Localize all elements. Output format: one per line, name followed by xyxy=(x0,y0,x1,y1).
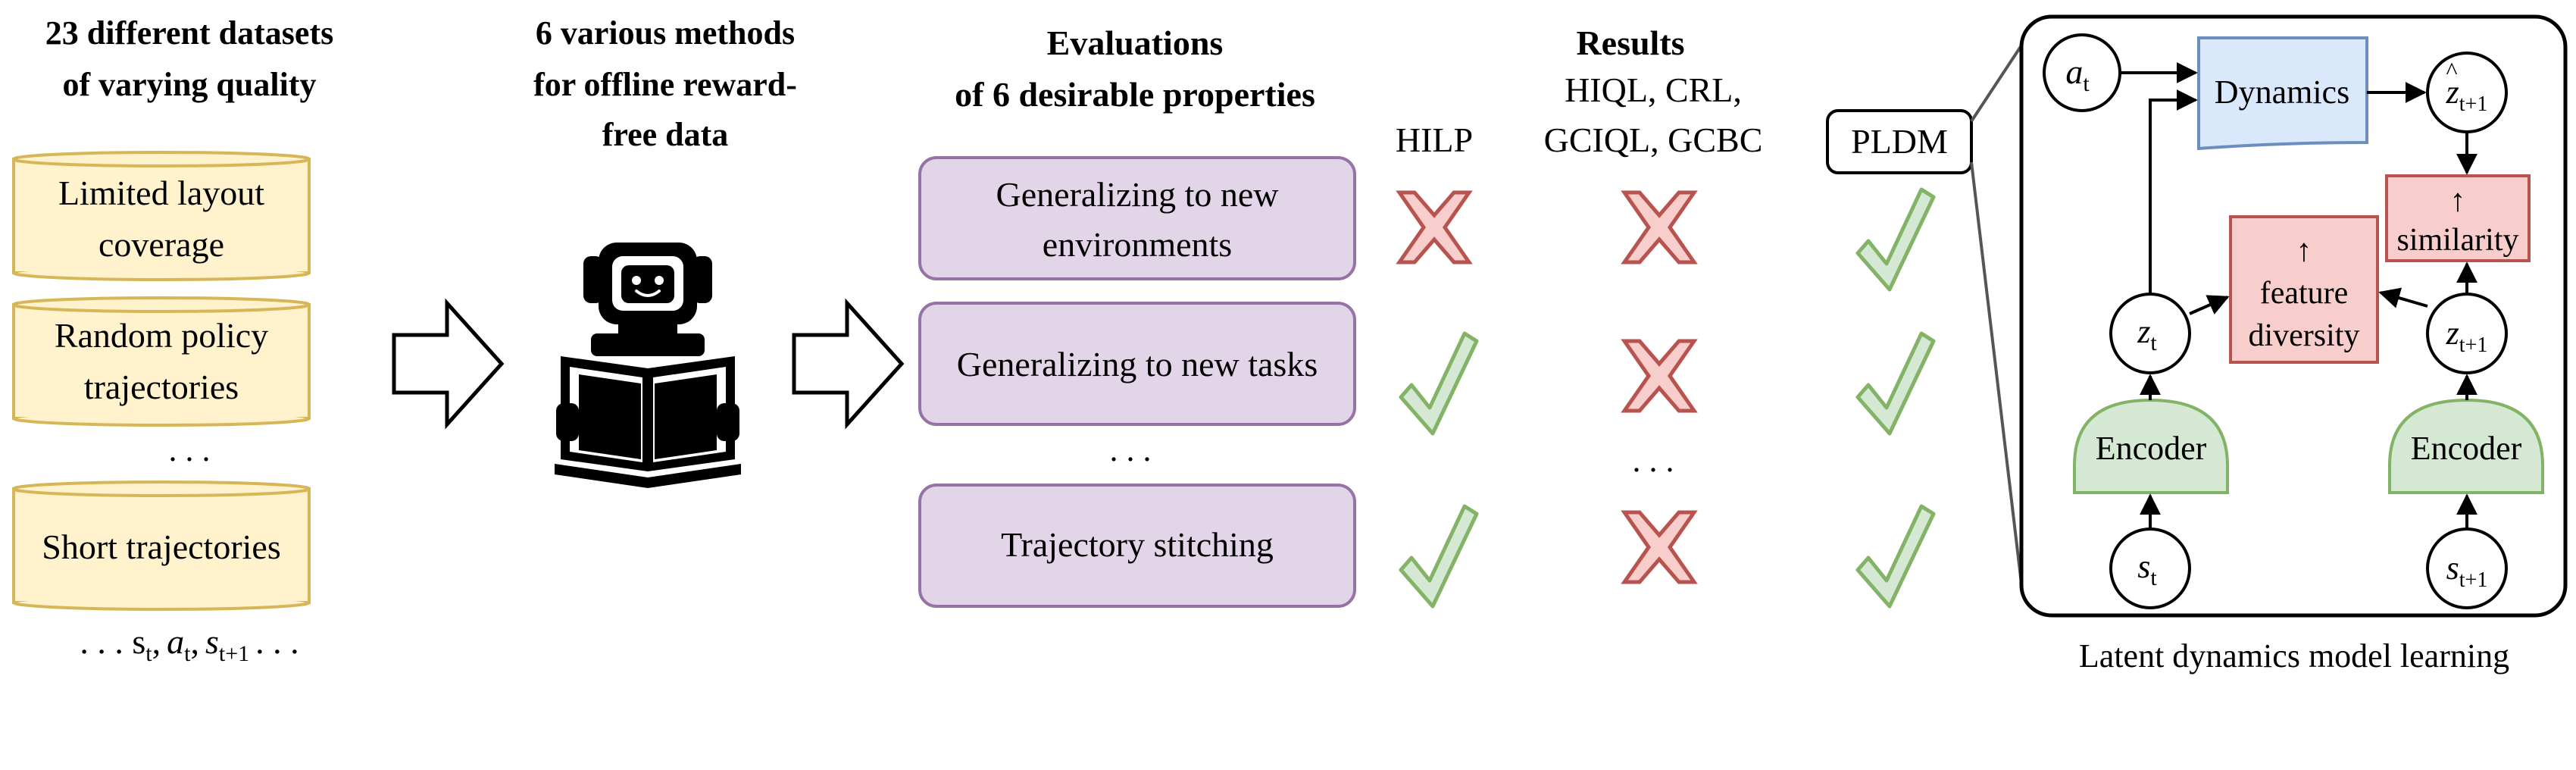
methods-title-line1: 6 various methods xyxy=(536,14,795,52)
arrow-next-latent-to-diversity xyxy=(2378,287,2428,308)
group-label-line1: HIQL, CRL, xyxy=(1565,70,1742,109)
encoder-label: Encoder xyxy=(2411,430,2522,467)
transition-sequence: . . . st,at,st+1. . . xyxy=(80,622,299,666)
eval-label-line1: Trajectory stitching xyxy=(1001,525,1274,564)
check-icon xyxy=(1401,506,1477,606)
cross-icon xyxy=(1624,341,1694,411)
results-title: Results xyxy=(1576,23,1684,62)
evaluations-title-line1: Evaluations xyxy=(1047,23,1224,62)
dataset-label-line2: trajectories xyxy=(84,368,239,406)
datasets-title-line1: 23 different datasets xyxy=(45,14,333,52)
dataset-random-policy: Random policy trajectories xyxy=(12,296,311,427)
callout-line-bottom xyxy=(1970,161,2023,584)
encoder-label: Encoder xyxy=(2096,430,2207,467)
check-icon xyxy=(1858,333,1934,434)
datasets-title-line2: of varying quality xyxy=(63,66,317,103)
hollow-right-arrow-icon xyxy=(392,298,505,430)
cross-icon xyxy=(1624,192,1694,262)
feature-diversity-loss-box xyxy=(2229,215,2379,364)
pldm-label-box: PLDM xyxy=(1826,109,1973,174)
hollow-right-arrow-icon xyxy=(792,298,905,430)
arrow-latent-to-dynamics xyxy=(2149,89,2198,294)
check-icon xyxy=(1858,189,1934,290)
hat-accent: ^ xyxy=(2446,57,2457,84)
callout-line-top xyxy=(1970,44,2023,123)
datasets-ellipsis: . . . xyxy=(169,431,211,468)
similarity-loss-box xyxy=(2385,174,2531,262)
arrow-latent-to-diversity xyxy=(2189,295,2230,315)
evaluations-ellipsis: . . . xyxy=(1110,431,1152,468)
check-icon xyxy=(1401,333,1477,434)
robot-reading-book-icon xyxy=(555,243,741,488)
similarity-arrow: ↑ xyxy=(2450,183,2466,218)
dataset-limited-layout: Limited layout coverage xyxy=(12,151,311,281)
eval-label-line2: environments xyxy=(1043,225,1232,264)
feature-arrow: ↑ xyxy=(2296,233,2312,268)
model-caption: Latent dynamics model learning xyxy=(2079,637,2509,675)
predicted-latent-label: zt+1 xyxy=(2446,74,2488,116)
cross-icon xyxy=(1624,512,1694,582)
eval-label-line1: Generalizing to new tasks xyxy=(957,345,1318,383)
pldm-label: PLDM xyxy=(1851,122,1948,161)
next-state-label: st+1 xyxy=(2446,549,2488,592)
methods-title-line3: free data xyxy=(602,116,729,153)
dataset-label-line1: Limited layout xyxy=(58,174,264,212)
dynamics-label: Dynamics xyxy=(2215,74,2349,111)
action-node-label: at xyxy=(2065,52,2090,96)
dataset-label-line1: Short trajectories xyxy=(42,527,281,566)
state-node-label: st xyxy=(2137,548,2157,590)
evaluations-title-line2: of 6 desirable properties xyxy=(955,75,1315,114)
eval-trajectory-stitching: Trajectory stitching xyxy=(918,484,1356,608)
feature-label-line1: feature xyxy=(2260,276,2349,311)
dataset-label-line1: Random policy xyxy=(55,316,268,355)
encoder-block-current xyxy=(2073,398,2229,494)
hilp-label: HILP xyxy=(1396,121,1473,159)
group-label-line2: GCIQL, GCBC xyxy=(1544,121,1763,159)
similarity-label: similarity xyxy=(2397,223,2519,258)
dataset-short-trajectories: Short trajectories xyxy=(12,480,311,611)
methods-title-line2: for offline reward- xyxy=(533,66,797,103)
cross-icon xyxy=(1399,192,1469,262)
latent-node-label: zt xyxy=(2137,313,2157,355)
results-ellipsis: . . . xyxy=(1633,442,1674,479)
dataset-label-line2: coverage xyxy=(98,225,224,264)
check-icon xyxy=(1858,506,1934,606)
eval-generalizing-environments: Generalizing to new environments xyxy=(918,156,1356,280)
eval-generalizing-tasks: Generalizing to new tasks xyxy=(918,302,1356,426)
next-latent-label: zt+1 xyxy=(2446,315,2488,357)
feature-label-line2: diversity xyxy=(2249,318,2360,353)
eval-label-line1: Generalizing to new xyxy=(996,175,1280,214)
dynamics-block xyxy=(2197,36,2368,151)
